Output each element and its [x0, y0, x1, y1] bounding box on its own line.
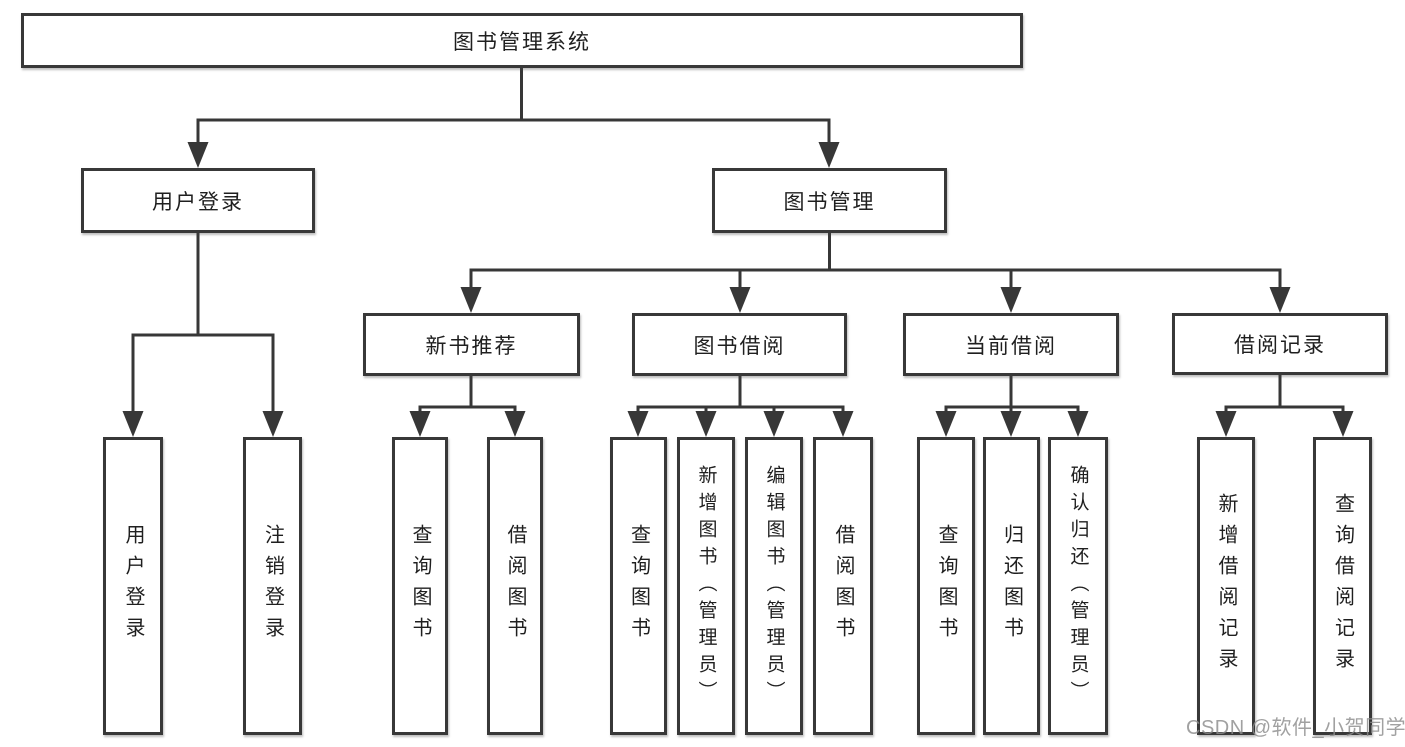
leaf-recommend-borrow-book-label: 借阅图书: [504, 524, 526, 648]
node-book-borrow: 图书借阅: [632, 313, 847, 376]
node-book-management: 图书管理: [712, 168, 947, 233]
node-root: 图书管理系统: [21, 13, 1023, 68]
node-user-login: 用户登录: [81, 168, 315, 233]
leaf-logout: 注销登录: [243, 437, 302, 735]
leaf-record-query: 查询借阅记录: [1313, 437, 1372, 735]
leaf-user-login: 用户登录: [103, 437, 163, 735]
leaf-borrow-edit-book-label: 编辑图书（管理员）: [763, 464, 785, 708]
node-current-borrow: 当前借阅: [903, 313, 1119, 376]
leaf-user-login-label: 用户登录: [122, 524, 144, 648]
leaf-borrow-add-book: 新增图书（管理员）: [677, 437, 735, 735]
leaf-borrow-edit-book: 编辑图书（管理员）: [745, 437, 803, 735]
leaf-current-query-book: 查询图书: [917, 437, 975, 735]
node-borrow-record: 借阅记录: [1172, 313, 1388, 375]
leaf-borrow-query-book: 查询图书: [610, 437, 667, 735]
leaf-recommend-borrow-book: 借阅图书: [487, 437, 543, 735]
leaf-borrow-borrow-book-label: 借阅图书: [832, 524, 854, 648]
leaf-recommend-query-book: 查询图书: [392, 437, 448, 735]
node-new-book-recommend: 新书推荐: [363, 313, 580, 376]
leaf-recommend-query-book-label: 查询图书: [409, 524, 431, 648]
leaf-current-confirm-return: 确认归还（管理员）: [1048, 437, 1108, 735]
leaf-current-return-book: 归还图书: [983, 437, 1040, 735]
watermark: CSDN @软件_小贺同学: [1186, 717, 1405, 739]
leaf-borrow-query-book-label: 查询图书: [627, 524, 650, 648]
leaf-borrow-add-book-label: 新增图书（管理员）: [695, 464, 717, 708]
leaf-current-confirm-return-label: 确认归还（管理员）: [1067, 464, 1089, 708]
leaf-current-query-book-label: 查询图书: [935, 524, 957, 648]
leaf-current-return-book-label: 归还图书: [1000, 524, 1023, 648]
leaf-record-add: 新增借阅记录: [1197, 437, 1255, 735]
arrowheads: [122, 142, 1354, 437]
leaf-record-add-label: 新增借阅记录: [1215, 493, 1237, 679]
leaf-borrow-borrow-book: 借阅图书: [813, 437, 873, 735]
leaf-record-query-label: 查询借阅记录: [1331, 493, 1354, 679]
leaf-logout-label: 注销登录: [261, 524, 284, 648]
